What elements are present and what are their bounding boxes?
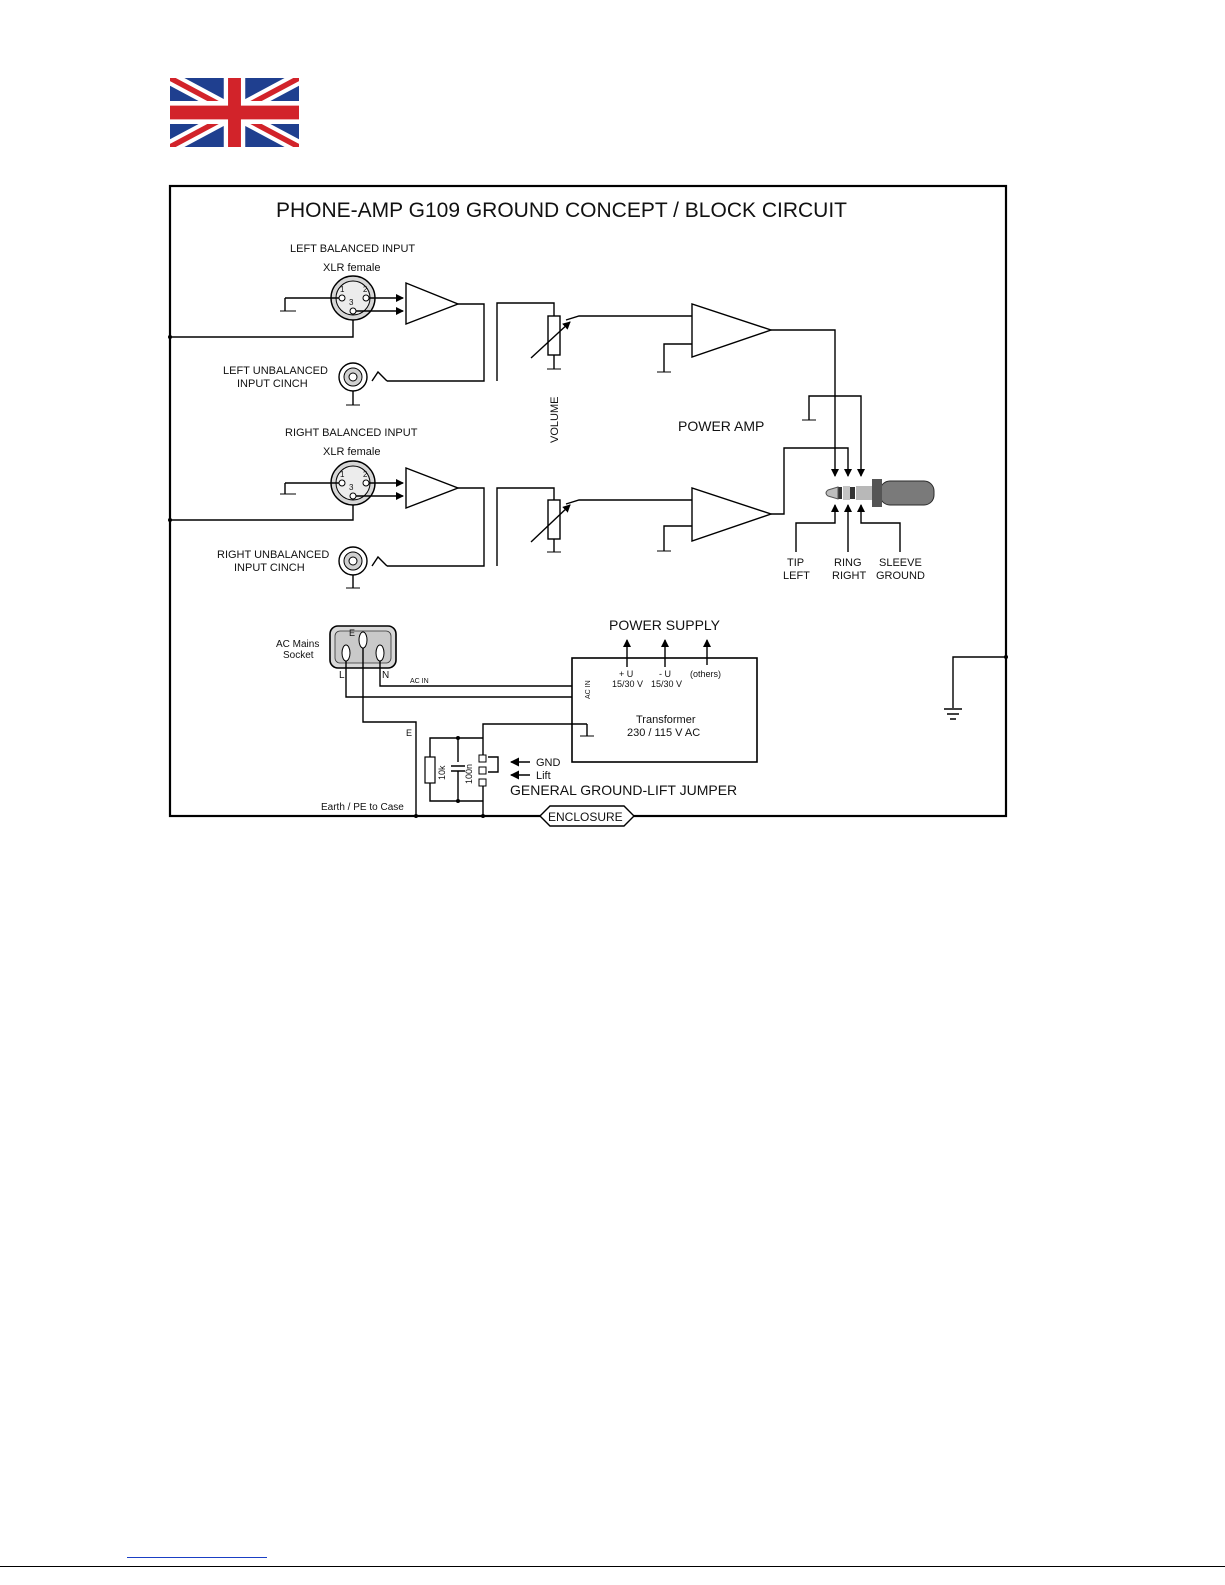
- sleeve-label-2: GROUND: [876, 570, 925, 582]
- left-xlr-label: XLR female: [323, 262, 380, 274]
- right-input-buffer: [405, 466, 460, 510]
- svg-text:1: 1: [340, 470, 345, 479]
- svg-text:1: 1: [340, 285, 345, 294]
- left-unbalanced-label: LEFT UNBALANCED: [223, 365, 328, 377]
- left-power-amp: [691, 303, 774, 358]
- enclosure-tag: [539, 805, 635, 827]
- plus-u-voltage: 15/30 V: [612, 679, 643, 689]
- plus-u-label: + U: [619, 669, 633, 679]
- left-channel: LEFT BALANCED INPUT XLR female 1 2 3 LEF…: [170, 243, 839, 477]
- left-unbalanced-label-2: INPUT CINCH: [237, 378, 308, 390]
- socket-e-label: E: [349, 628, 355, 638]
- socket-n-label: N: [382, 670, 389, 681]
- ground-lift-jumper-label: GENERAL GROUND-LIFT JUMPER: [510, 782, 737, 798]
- earth-label: Earth / PE to Case: [321, 802, 404, 813]
- right-power-amp: [691, 487, 774, 542]
- uk-flag-icon[interactable]: [170, 78, 299, 147]
- svg-text:2: 2: [363, 285, 368, 294]
- right-unbalanced-label: RIGHT UNBALANCED: [217, 549, 329, 561]
- lift-label: Lift: [536, 770, 551, 782]
- left-balanced-label: LEFT BALANCED INPUT: [290, 243, 415, 255]
- sleeve-label: SLEEVE: [879, 557, 922, 569]
- svg-text:2: 2: [363, 470, 368, 479]
- others-label: (others): [690, 669, 721, 679]
- left-cinch-jack-icon: [338, 362, 368, 392]
- svg-text:3: 3: [349, 298, 354, 307]
- ac-in-vertical-label: AC IN: [585, 680, 592, 699]
- socket-l-label: L: [339, 670, 345, 681]
- power-supply-block: [571, 657, 758, 763]
- transformer-voltage: 230 / 115 V AC: [627, 727, 700, 739]
- ac-in-wire-label: AC IN: [410, 678, 429, 685]
- resistor-label: 10k: [437, 765, 447, 780]
- right-xlr-connector-icon: 1 2 3: [330, 460, 376, 506]
- ac-mains-socket-icon: [329, 625, 397, 669]
- footer-rule: [0, 1566, 1225, 1567]
- ground-lift-jumper[interactable]: [478, 754, 499, 787]
- transformer-label: Transformer: [636, 714, 696, 726]
- right-channel: RIGHT BALANCED INPUT XLR female 1 2 3 RI: [170, 427, 852, 589]
- right-cinch-jack-icon: [338, 546, 368, 576]
- left-input-buffer: [405, 281, 460, 326]
- footer-link-underline[interactable]: [127, 1557, 267, 1558]
- right-unbalanced-label-2: INPUT CINCH: [234, 562, 305, 574]
- power-supply-label: POWER SUPPLY: [609, 617, 721, 633]
- tip-label-2: LEFT: [783, 570, 810, 582]
- enclosure-label: ENCLOSURE: [548, 810, 623, 824]
- svg-text:3: 3: [349, 483, 354, 492]
- ac-mains-label: AC Mains: [276, 639, 319, 650]
- tip-label: TIP: [787, 557, 804, 569]
- capacitor-label: 100n: [464, 764, 474, 784]
- power-amp-label: POWER AMP: [678, 418, 764, 434]
- resistor-10k: [424, 756, 436, 784]
- wire-e-label: E: [406, 728, 412, 738]
- volume-label: VOLUME: [549, 397, 561, 443]
- right-xlr-label: XLR female: [323, 446, 380, 458]
- headphone-plug-icon: [825, 479, 935, 507]
- minus-u-voltage: 15/30 V: [651, 679, 682, 689]
- gnd-label: GND: [536, 757, 561, 769]
- left-volume-pot: [547, 315, 561, 356]
- diagram-title: PHONE-AMP G109 GROUND CONCEPT / BLOCK CI…: [276, 199, 847, 222]
- right-balanced-label: RIGHT BALANCED INPUT: [285, 427, 418, 439]
- ring-label-2: RIGHT: [832, 570, 867, 582]
- minus-u-label: - U: [659, 669, 671, 679]
- ring-label: RING: [834, 557, 862, 569]
- ac-mains-label-2: Socket: [283, 650, 314, 661]
- junction-dots: [168, 335, 1008, 818]
